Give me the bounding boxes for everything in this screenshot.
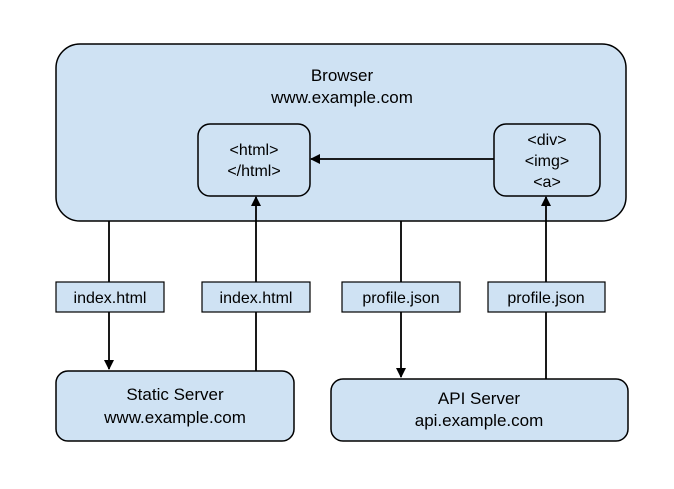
img-tag: <img> (525, 153, 569, 170)
profile-json-request-text: profile.json (362, 290, 439, 307)
html-document-box: <html> </html> (197, 123, 311, 197)
static-server-box: Static Server www.example.com (55, 370, 295, 442)
browser-title: Browser (311, 66, 374, 85)
api-server-box: API Server api.example.com (330, 378, 629, 442)
static-server-title: Static Server (126, 385, 224, 404)
browser-host: www.example.com (270, 88, 413, 107)
api-server-box-shape (330, 378, 629, 442)
index-html-response-label: index.html (201, 281, 311, 313)
html-close-tag: </html> (227, 163, 280, 180)
index-html-response-text: index.html (220, 290, 293, 307)
api-server-title: API Server (438, 389, 521, 408)
profile-json-request-label: profile.json (341, 281, 461, 313)
static-server-box-shape (55, 370, 295, 442)
index-html-request-label: index.html (55, 281, 165, 313)
profile-json-response-label: profile.json (487, 281, 606, 313)
api-server-host: api.example.com (415, 411, 544, 430)
profile-json-response-text: profile.json (507, 290, 584, 307)
static-server-host: www.example.com (103, 408, 246, 427)
div-tag: <div> (527, 132, 566, 149)
html-open-tag: <html> (230, 142, 279, 159)
html-document-box-shape (197, 123, 311, 197)
dom-elements-box: <div> <img> <a> (493, 123, 601, 197)
a-tag: <a> (533, 174, 561, 191)
index-html-request-text: index.html (74, 290, 147, 307)
